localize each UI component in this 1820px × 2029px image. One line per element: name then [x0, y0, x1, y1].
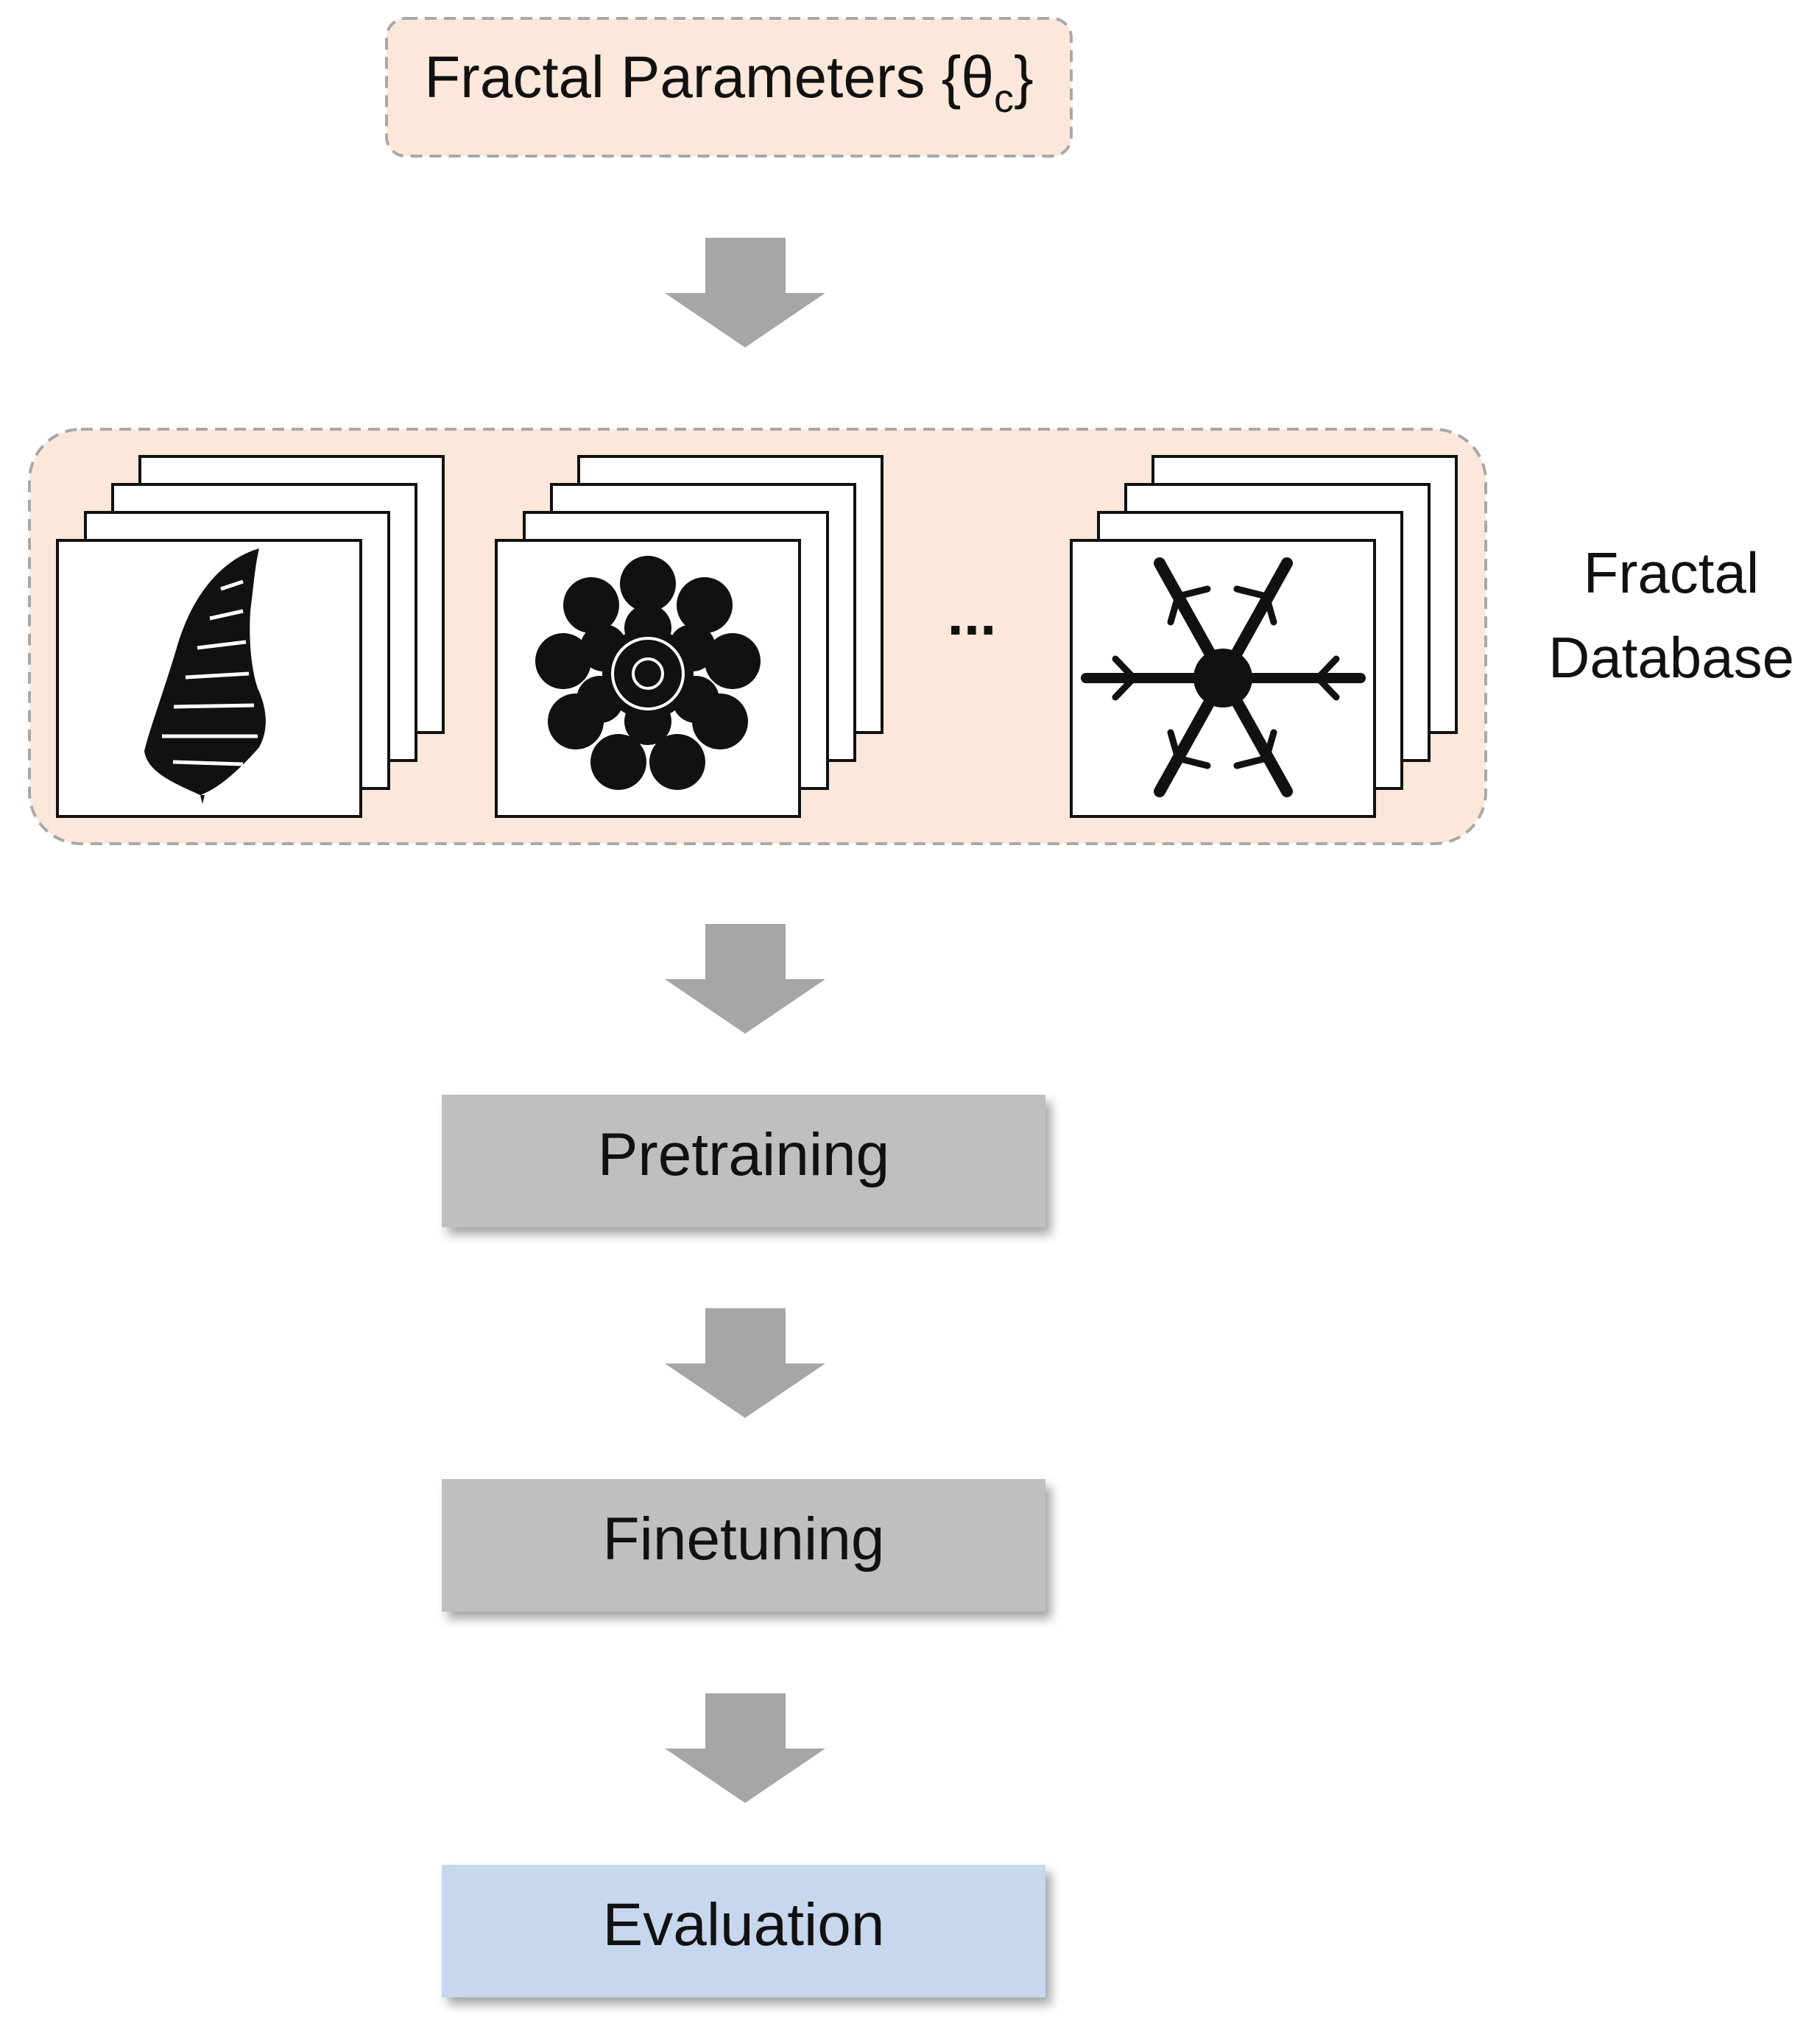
finetuning-label: Finetuning: [603, 1506, 885, 1573]
pretraining-node: Pretraining: [442, 1095, 1045, 1227]
fern-fractal-icon: [144, 548, 266, 804]
evaluation-label: Evaluation: [603, 1891, 885, 1958]
down-arrow-icon: [665, 1693, 825, 1803]
down-arrow-icon: [665, 1308, 825, 1418]
pretraining-label: Pretraining: [598, 1121, 890, 1188]
flower-image-stack: [495, 455, 883, 818]
down-arrow-icon: [665, 924, 825, 1034]
ellipsis: ...: [948, 582, 997, 647]
fractal-parameters-label: Fractal Parameters {θc}: [424, 44, 1033, 121]
snowflake-image-stack: [1070, 455, 1458, 818]
fractal-database-label-line2: Database: [1548, 625, 1794, 690]
down-arrow-icon: [665, 238, 825, 347]
fractal-parameters-node: Fractal Parameters {θc}: [385, 17, 1073, 158]
fractal-database-node: ...: [28, 428, 1487, 845]
evaluation-node: Evaluation: [442, 1865, 1045, 1997]
finetuning-node: Finetuning: [442, 1479, 1045, 1612]
fractal-database-label-line1: Fractal: [1584, 540, 1759, 605]
fern-image-stack: [56, 455, 445, 818]
snowflake-fractal-icon: [1081, 557, 1366, 797]
